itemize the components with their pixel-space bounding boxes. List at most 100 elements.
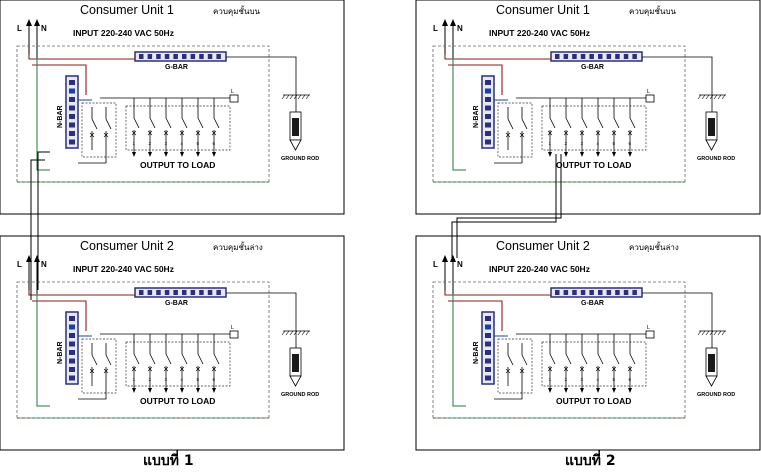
ground-hatch bbox=[697, 330, 702, 336]
n-bar-terminal bbox=[485, 375, 491, 381]
caption-2: แบบที่ 2 bbox=[565, 453, 616, 469]
g-bar-terminal bbox=[632, 54, 637, 59]
output-arrow-icon bbox=[628, 388, 632, 393]
ground-hatch bbox=[721, 330, 726, 336]
branch-breaker-switch bbox=[213, 353, 220, 365]
n-bar-terminal bbox=[485, 114, 491, 119]
n-bar-label: N-BAR bbox=[473, 105, 480, 128]
g-bar-label: G-BAR bbox=[165, 300, 188, 307]
output-label: OUTPUT TO LOAD bbox=[556, 160, 631, 170]
n-bar-terminal bbox=[485, 333, 491, 338]
ground-rod-core bbox=[292, 118, 299, 136]
branch-breaker-x bbox=[547, 130, 553, 136]
branch-breaker-x bbox=[211, 366, 217, 372]
main-breaker-x bbox=[519, 132, 525, 138]
ground-rod-label: GROUND ROD bbox=[697, 392, 735, 398]
branch-breaker-switch bbox=[197, 117, 204, 129]
main-breaker bbox=[81, 102, 117, 158]
main-breaker-switch bbox=[105, 118, 112, 130]
enclosure-outline bbox=[16, 281, 270, 419]
branch-breaker-x bbox=[195, 366, 201, 372]
output-arrow-icon bbox=[196, 152, 200, 157]
ground-rod-tip-icon bbox=[289, 375, 302, 387]
g-bar-terminal bbox=[173, 290, 178, 295]
n-bar-terminal bbox=[485, 358, 491, 364]
n-bar-terminal bbox=[69, 80, 75, 85]
n-bar-terminal bbox=[69, 105, 75, 111]
branch-breaker-x bbox=[579, 130, 585, 136]
caption-1: แบบที่ 1 bbox=[143, 453, 194, 469]
branch-breaker-x bbox=[179, 130, 185, 136]
n-bar-terminal bbox=[69, 316, 75, 321]
n-bar-label: N-BAR bbox=[57, 105, 64, 128]
line-wire-to-gbar bbox=[444, 290, 551, 296]
line-wire-to-gbar bbox=[28, 54, 135, 60]
ground-hatch bbox=[289, 94, 294, 100]
line-bus-terminal bbox=[645, 330, 655, 339]
g-bar-terminal bbox=[156, 290, 161, 295]
breaker-number: 2 bbox=[149, 141, 152, 146]
g-bar bbox=[550, 287, 643, 298]
g-bar bbox=[134, 51, 227, 62]
branch-breaker-switch bbox=[565, 353, 572, 365]
breaker-number: 2 bbox=[149, 377, 152, 382]
branch-breaker-x bbox=[195, 130, 201, 136]
breaker-number: 5 bbox=[197, 141, 200, 146]
line-label: L bbox=[433, 260, 438, 269]
ground-rod-tip-icon bbox=[705, 375, 718, 387]
n-bar-terminal bbox=[485, 88, 491, 94]
input-label: INPUT 220-240 VAC 50Hz bbox=[489, 264, 590, 274]
panel-subtitle: ควบคุมชั้นบน bbox=[629, 5, 677, 16]
n-bar-terminal bbox=[485, 131, 491, 136]
g-bar-terminal bbox=[598, 290, 603, 295]
branch-breaker-x bbox=[611, 130, 617, 136]
ground-wire bbox=[642, 56, 713, 112]
branch-breaker-x bbox=[563, 366, 569, 372]
panel-subtitle: ควบคุมชั้นบน bbox=[213, 5, 261, 16]
breaker-number: 3 bbox=[581, 141, 584, 146]
branch-breaker-switch bbox=[581, 117, 588, 129]
ground-rod-label: GROUND ROD bbox=[281, 156, 319, 162]
main-breaker bbox=[497, 102, 533, 158]
enclosure-outline bbox=[16, 45, 270, 183]
branch-breaker-x bbox=[131, 366, 137, 372]
neutral-return bbox=[494, 150, 523, 164]
main-breaker-x bbox=[103, 132, 109, 138]
n-bar-terminal bbox=[485, 367, 491, 372]
breaker-number: 1 bbox=[549, 377, 552, 382]
breaker-number: 4 bbox=[181, 377, 184, 382]
ground-rod-tip-icon bbox=[705, 139, 718, 151]
ground-wire bbox=[226, 56, 297, 112]
n-bar-terminal bbox=[485, 341, 491, 347]
branch-breaker-row bbox=[125, 341, 231, 387]
branch-breaker-x bbox=[595, 130, 601, 136]
neutral-label: N bbox=[41, 24, 47, 33]
n-bar-terminal bbox=[69, 122, 75, 128]
breaker-number: 5 bbox=[613, 377, 616, 382]
main-breaker-x bbox=[89, 368, 95, 374]
panel-title: Consumer Unit 2 bbox=[496, 239, 590, 253]
breaker-number: 3 bbox=[165, 141, 168, 146]
branch-breaker-switch bbox=[165, 117, 172, 129]
input-label: INPUT 220-240 VAC 50Hz bbox=[489, 28, 590, 38]
g-bar-terminal bbox=[199, 54, 204, 59]
ground-hatch bbox=[701, 94, 706, 100]
main-breaker-x bbox=[103, 368, 109, 374]
ground-hatch bbox=[713, 330, 718, 336]
branch-breaker-switch bbox=[597, 353, 604, 365]
line-bus-terminal bbox=[645, 94, 655, 103]
main-breaker-switch bbox=[507, 354, 514, 366]
breaker-number: 3 bbox=[165, 377, 168, 382]
branch-breaker-row bbox=[541, 341, 647, 387]
n-bar bbox=[65, 75, 79, 149]
panel-frame bbox=[415, 0, 761, 215]
branch-breaker-x bbox=[147, 130, 153, 136]
output-arrow-icon bbox=[612, 388, 616, 393]
g-bar-label: G-BAR bbox=[581, 64, 604, 71]
output-label: OUTPUT TO LOAD bbox=[140, 396, 215, 406]
main-breaker-switch bbox=[91, 118, 98, 130]
enclosure-outline bbox=[432, 45, 686, 183]
main-breaker bbox=[497, 338, 533, 394]
